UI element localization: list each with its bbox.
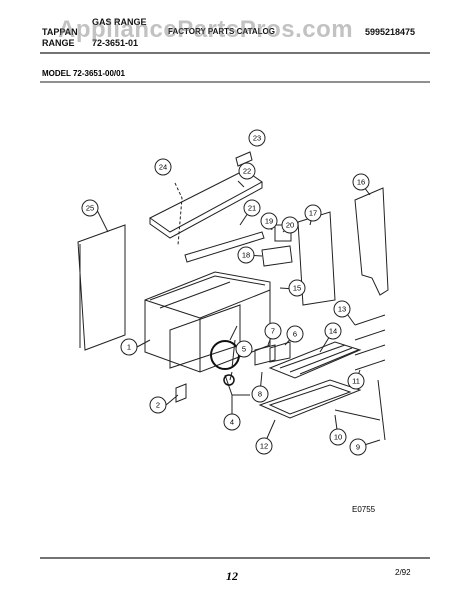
header-line1: GAS RANGE [92,17,147,27]
callout-label: 24 [159,163,167,172]
oven-rack [268,341,362,379]
watermark: AppliancePartsPros.com [58,16,354,43]
trim-strip [184,231,265,263]
callout-label: 7 [271,327,275,336]
model-line: MODEL 72-3651-00/01 [42,69,126,78]
callout-20: 20 [281,216,299,234]
callout-label: 8 [258,390,262,399]
callout-12: 12 [255,437,273,455]
callout-label: 21 [248,204,256,213]
side-panel-left [77,224,126,351]
callout-23: 23 [248,129,266,147]
callout-8: 8 [251,385,269,403]
callout-label: 10 [334,433,342,442]
callout-16: 16 [352,173,370,191]
gas-control-detail [210,340,240,370]
callout-label: 20 [286,221,294,230]
callout-13: 13 [333,300,351,318]
callout-21: 21 [243,199,261,217]
callout-15: 15 [288,279,306,297]
callout-label: 2 [156,401,160,410]
bracket [254,344,276,366]
callout-label: 14 [329,327,337,336]
knob-part [235,151,253,167]
range-label: RANGE [42,38,75,48]
side-panel-right [354,187,389,296]
model-code: 72-3651-01 [92,38,139,48]
callout-19: 19 [260,212,278,230]
callout-label: 25 [86,204,94,213]
callout-label: 15 [293,284,301,293]
range-body [144,271,271,373]
callout-label: 12 [260,442,268,451]
page-number: 12 [226,569,238,583]
date-code: 2/92 [395,568,411,577]
callout-25: 25 [81,199,99,217]
diagram-code: E0755 [352,505,376,514]
callout-22: 22 [238,162,256,180]
callout-6: 6 [286,325,304,343]
callout-2: 2 [149,396,167,414]
callout-4: 4 [223,413,241,431]
callout-label: 17 [309,209,317,218]
callout-label: 18 [242,251,250,260]
callout-17: 17 [304,204,322,222]
callout-10: 10 [329,428,347,446]
callout-label: 6 [293,330,297,339]
callout-7: 7 [264,322,282,340]
callout-label: 13 [338,305,346,314]
callout-label: 22 [243,167,251,176]
part-number: 5995218475 [365,27,416,37]
side-strip [334,409,381,421]
catalog-title: FACTORY PARTS CATALOG [168,27,275,36]
clip [175,383,187,403]
burner [261,245,293,267]
callout-label: 16 [357,178,365,187]
callout-label: 1 [127,343,131,352]
broiler-drawer [258,379,362,419]
callout-1: 1 [120,338,138,356]
callout-label: 23 [253,134,261,143]
callout-label: 19 [265,217,273,226]
callout-24: 24 [154,158,172,176]
callout-label: 11 [352,377,360,386]
callout-label: 4 [230,418,234,427]
tappan-label: TAPPAN [42,27,78,37]
callout-label: 9 [356,443,360,452]
callout-9: 9 [349,438,367,456]
callout-11: 11 [347,372,365,390]
callout-14: 14 [324,322,342,340]
callout-5: 5 [235,340,253,358]
callout-18: 18 [237,246,255,264]
rack-assembly [354,314,386,371]
callout-label: 5 [242,345,246,354]
